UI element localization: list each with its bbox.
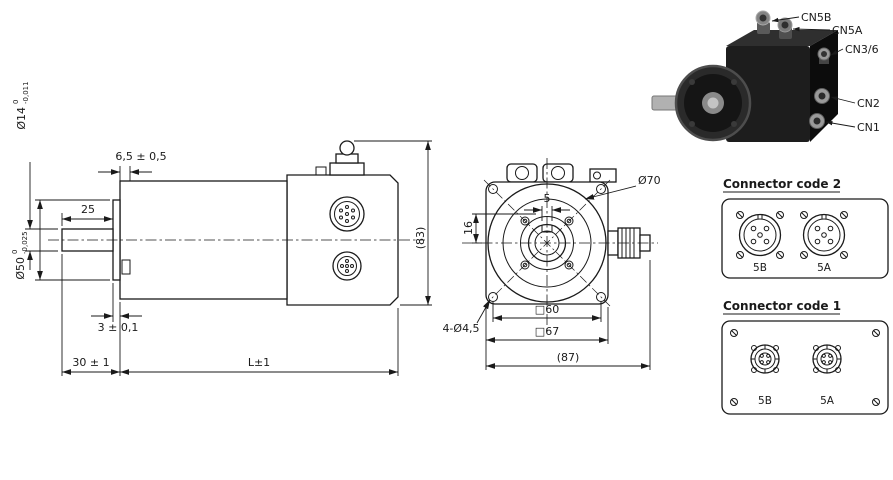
dim-bolt-square-label: □60 [535,303,559,316]
dim-shaft-diameter-label: Ø14 [15,107,28,130]
label-5b-code1: 5B [758,395,772,407]
dim-shaft-total-label: 30 ± 1 [72,356,109,369]
dim-shaft-total: 30 ± 1 [61,254,121,376]
connector-5a-code2 [800,211,848,259]
dim-mounting-holes-label: 4-Ø4,5 [442,322,479,335]
callout-cn36: CN3/6 [845,43,879,56]
dim-mounting-holes: 4-Ø4,5 [442,299,491,335]
label-5a-code1: 5A [820,395,835,407]
photo-callouts: CN5B CN5A CN3/6 CN2 CN1 [771,11,880,134]
dim-shaft-length: 25 [61,203,113,226]
dim-flange-square: □67 [485,307,609,370]
dim-overall-height-label: (83) [414,227,427,250]
dim-flange-diameter-label: Ø70 [638,174,661,187]
mounting-holes [488,184,606,302]
dim-overall-height: (83) [354,140,432,306]
dim-flange-square-label: □67 [535,325,559,338]
motor-photo: CN5B CN5A CN3/6 CN2 CN1 [651,10,880,142]
connector-code-1-box [721,320,889,415]
callout-cn1: CN1 [857,121,880,134]
dim-keyway-width: 5 [524,192,570,221]
dim-flange-diameter: Ø70 [584,174,661,200]
callout-cn5a: CN5A [832,24,863,37]
shaft-tolerance-lower: -0,011 [22,81,30,104]
dim-keyway-height: 16 [462,213,536,244]
pilot-tolerance-lower: -0,025 [21,231,29,254]
dim-pilot-depth: 3 ± 0,1 [91,283,142,334]
dim-keyway-height-label: 16 [462,221,475,235]
dim-pilot-diameter: Ø50 0 -0,025 [11,199,110,281]
connector-code-2-box [721,198,889,279]
label-5b-code2: 5B [753,262,767,274]
side-connector-cn1-icon [332,251,362,281]
code1-box-screws [730,329,880,406]
flange-screws-photo [689,79,737,127]
side-connector-cn5-icon [329,196,365,232]
motor-shaft-end [707,97,719,109]
dim-shaft-diameter: Ø14 0 -0,011 [12,81,58,270]
connector-code-1-title: Connector code 1 [723,299,841,313]
dim-keyway-width-label: 5 [544,192,551,205]
motor-body-outline [119,180,288,300]
front-view: 5 16 Ø70 4-Ø4,5 □60 [442,158,661,370]
cn36-connector-photo [817,47,831,64]
connector-5b-code1 [750,344,780,374]
connector-code-2-title: Connector code 2 [723,177,841,191]
connector-5b-code2 [736,211,784,259]
body-key-detail [121,259,131,275]
pilot-tolerance-upper: 0 [11,250,19,254]
front-top-connectors [506,163,617,183]
cn1-connector-photo [809,113,825,129]
cn5b-connector-photo [755,10,771,34]
dim-pilot-depth-label: 3 ± 0,1 [98,321,139,334]
callout-cn2: CN2 [857,97,880,110]
dim-motor-length-label: L±1 [248,356,270,369]
face-screws [520,216,574,270]
dim-shaft-length-label: 25 [81,203,95,216]
dim-overall-width: (87) [486,260,651,370]
connector-5a-code1 [812,344,842,374]
dim-bolt-square: □60 [492,302,602,322]
connector-code-2-panel: Connector code 2 [721,177,889,279]
cn5a-connector-photo [777,17,793,39]
shaft-tolerance-upper: 0 [12,100,20,104]
dim-overall-width-label: (87) [557,351,580,364]
connector-code-1-panel: Connector code 1 [721,299,889,415]
dim-motor-length: L±1 [120,308,399,376]
label-5a-code2: 5A [817,262,832,274]
dim-face-offset-label: 6,5 ± 0,5 [115,150,166,163]
callout-cn5b: CN5B [801,11,831,24]
dim-face-offset: 6,5 ± 0,5 [98,150,167,181]
dim-pilot-diameter-label: Ø50 [14,257,27,280]
cn2-connector-photo [814,88,830,104]
side-view: 25 6,5 ± 0,5 Ø14 0 -0,011 [11,81,432,376]
top-connector-tower [315,140,365,176]
